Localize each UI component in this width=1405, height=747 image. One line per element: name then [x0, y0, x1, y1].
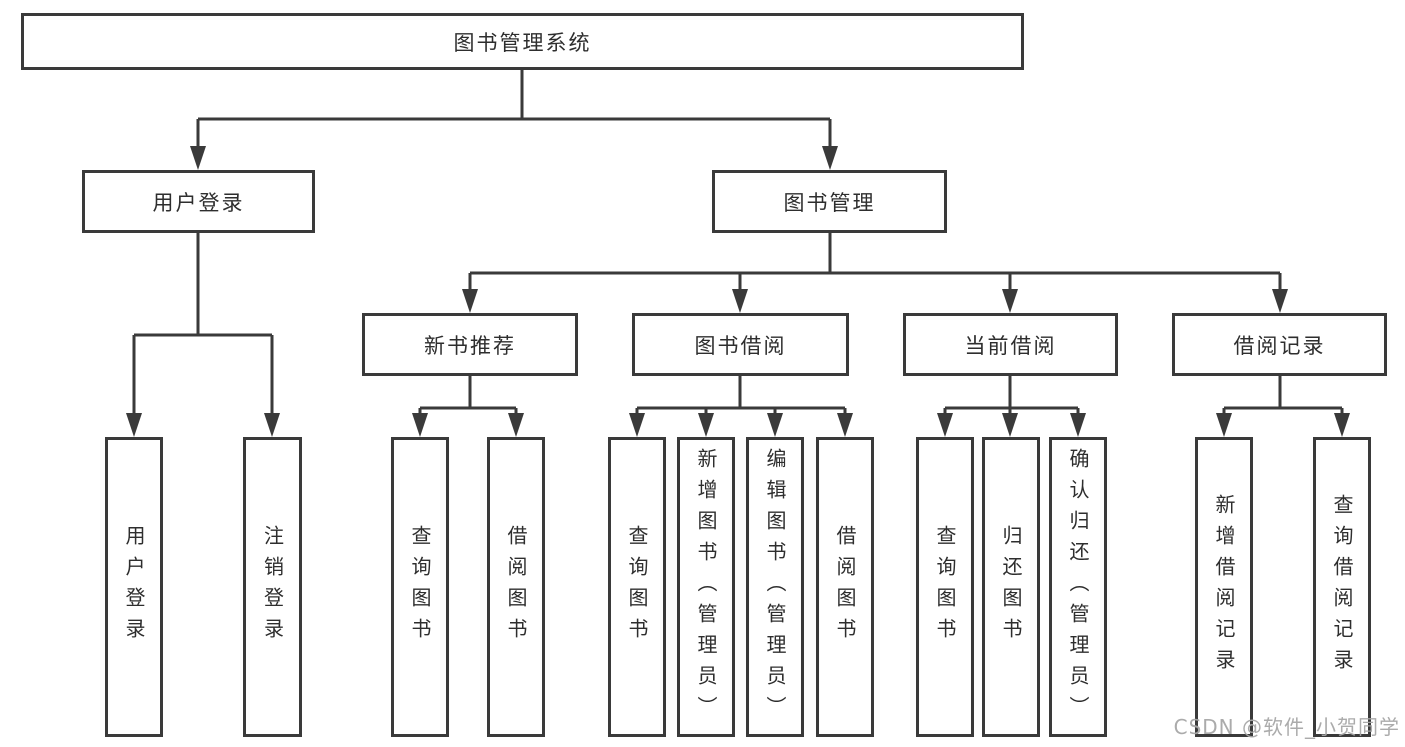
node-borrow-books-borrowing: 借阅图书	[816, 437, 874, 737]
node-query-books-recommend: 查询图书	[391, 437, 449, 737]
node-label: 借阅记录	[1233, 333, 1326, 358]
node-new-book-recommendation: 新书推荐	[362, 313, 578, 376]
arrow-icon	[264, 413, 280, 437]
arrow-icon	[822, 146, 838, 170]
node-label: 新书推荐	[424, 333, 516, 358]
node-label: 查询图书	[933, 525, 957, 649]
node-current-borrowing: 当前借阅	[903, 313, 1118, 376]
node-label: 归还图书	[999, 525, 1023, 649]
node-query-books-current: 查询图书	[916, 437, 974, 737]
arrow-icon	[462, 289, 478, 313]
arrow-icon	[937, 413, 953, 437]
arrow-icon	[1334, 413, 1350, 437]
node-borrowing-records: 借阅记录	[1172, 313, 1387, 376]
arrow-icon	[767, 413, 783, 437]
arrow-icon	[1070, 413, 1086, 437]
arrow-icon	[837, 413, 853, 437]
node-logout: 注销登录	[243, 437, 302, 737]
arrow-icon	[1002, 289, 1018, 313]
node-label: 新增图书（管理员）	[694, 447, 718, 727]
node-user-login-branch: 用户登录	[82, 170, 315, 233]
node-label: 用户登录	[152, 190, 245, 215]
node-label: 确认归还（管理员）	[1066, 447, 1090, 727]
node-query-borrow-record: 查询借阅记录	[1313, 437, 1371, 737]
node-label: 查询图书	[625, 525, 649, 649]
node-borrow-books-recommend: 借阅图书	[487, 437, 545, 737]
node-add-book-admin: 新增图书（管理员）	[677, 437, 735, 737]
node-label: 注销登录	[260, 525, 285, 649]
node-label: 查询图书	[408, 525, 432, 649]
arrow-icon	[190, 146, 206, 170]
node-label: 图书借阅	[694, 333, 787, 358]
arrow-icon	[1272, 289, 1288, 313]
node-library-management-system: 图书管理系统	[21, 13, 1024, 70]
arrow-icon	[629, 413, 645, 437]
node-label: 新增借阅记录	[1212, 494, 1236, 680]
node-user-login: 用户登录	[105, 437, 163, 737]
node-label: 图书管理系统	[453, 30, 592, 55]
node-label: 用户登录	[122, 525, 146, 649]
node-label: 借阅图书	[833, 525, 857, 649]
node-add-borrow-record: 新增借阅记录	[1195, 437, 1253, 737]
arrow-icon	[1216, 413, 1232, 437]
node-label: 借阅图书	[504, 525, 528, 649]
arrow-icon	[126, 413, 142, 437]
node-label: 图书管理	[783, 190, 876, 215]
arrow-icon	[508, 413, 524, 437]
arrow-icon	[1002, 413, 1018, 437]
csdn-watermark: CSDN @软件_小贺同学	[1173, 715, 1400, 739]
arrowheads	[126, 146, 1350, 437]
node-book-borrowing: 图书借阅	[632, 313, 849, 376]
node-label: 查询借阅记录	[1330, 494, 1354, 680]
node-book-management-branch: 图书管理	[712, 170, 947, 233]
arrow-icon	[412, 413, 428, 437]
node-return-books: 归还图书	[982, 437, 1040, 737]
arrow-icon	[698, 413, 714, 437]
node-query-books-borrowing: 查询图书	[608, 437, 666, 737]
node-confirm-return-admin: 确认归还（管理员）	[1049, 437, 1107, 737]
node-label: 编辑图书（管理员）	[763, 447, 787, 727]
arrow-icon	[732, 289, 748, 313]
node-label: 当前借阅	[964, 333, 1057, 358]
node-edit-book-admin: 编辑图书（管理员）	[746, 437, 804, 737]
